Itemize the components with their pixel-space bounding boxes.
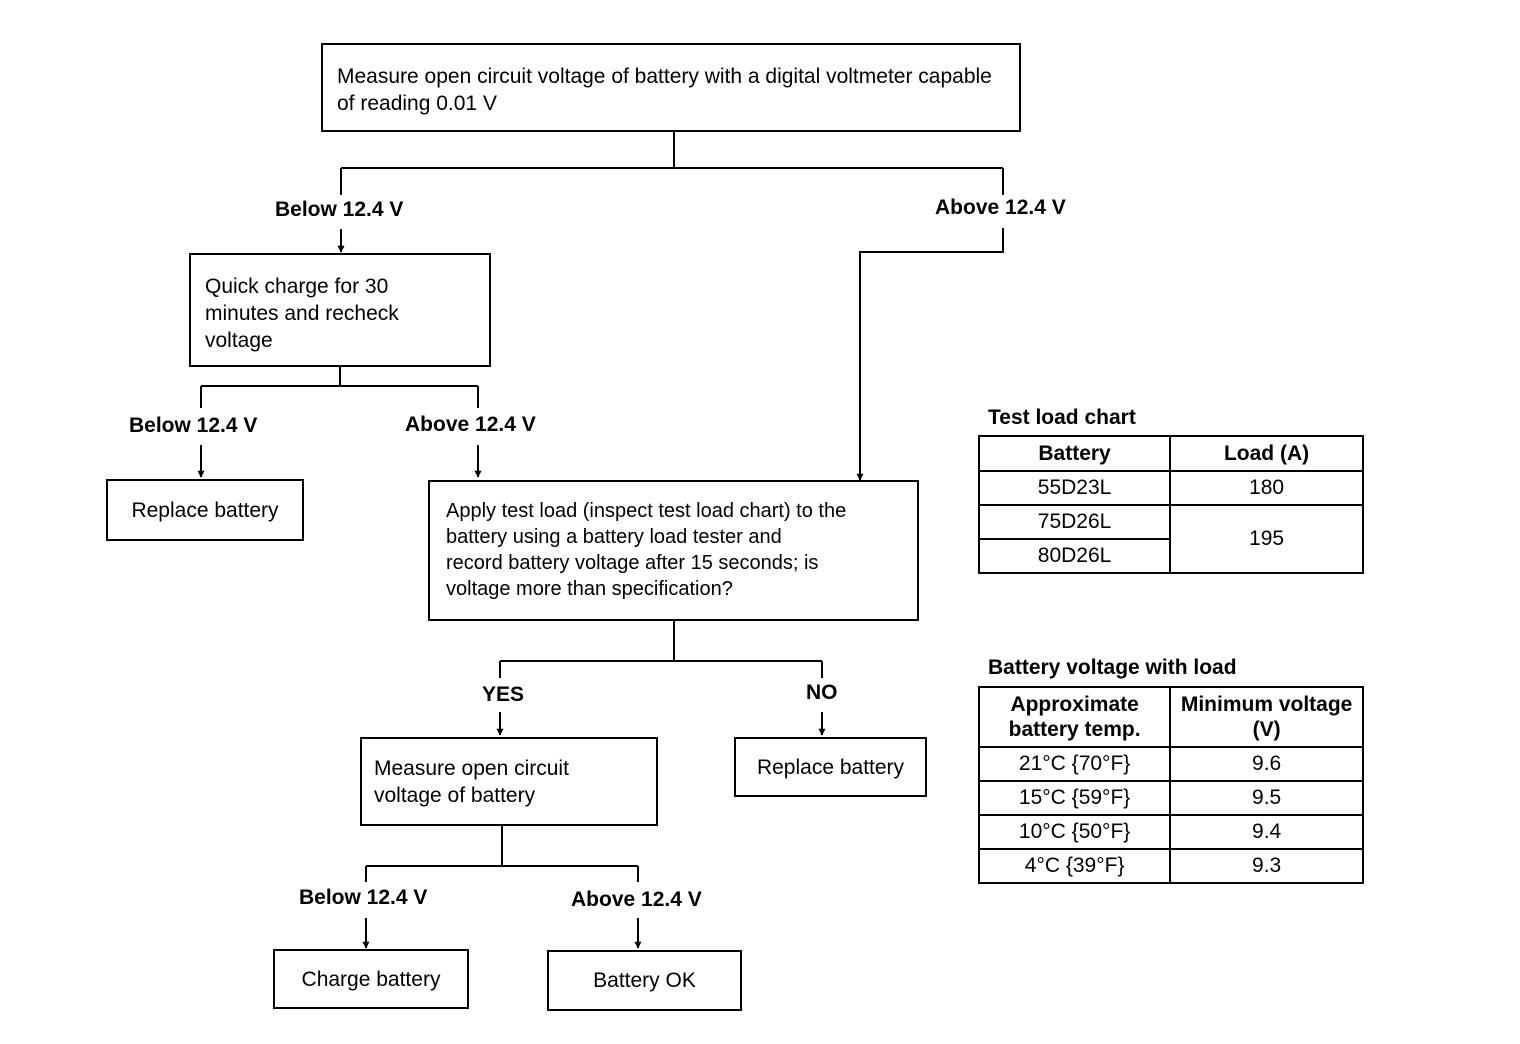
cell-voltage: 9.3 <box>1169 848 1364 884</box>
cell-battery: 80D26L <box>977 538 1172 574</box>
voltage-with-load-title: Battery voltage with load <box>988 656 1237 679</box>
box-replace-battery-left-text: Replace battery <box>131 498 279 522</box>
table-header-row: Battery Load (A) <box>977 435 1364 472</box>
label-below-3: Below 12.4 V <box>299 886 428 909</box>
column-header-temp: Approximate battery temp. <box>977 686 1172 748</box>
table-row: 55D23L 180 <box>977 470 1364 506</box>
cell-battery: 55D23L <box>977 470 1172 506</box>
test-load-chart-table: Battery Load (A) 55D23L 180 75D26L 195 8… <box>977 435 1364 574</box>
table-row: 15°C {59°F} 9.5 <box>977 780 1364 816</box>
box-measure-again: Measure open circuit voltage of battery <box>360 737 658 826</box>
label-above-1: Above 12.4 V <box>935 196 1066 219</box>
label-no: NO <box>806 681 838 704</box>
cell-temp: 4°C {39°F} <box>977 848 1172 884</box>
label-above-2: Above 12.4 V <box>405 413 536 436</box>
box-measure-open-circuit-voltage-text: Measure open circuit voltage of battery … <box>337 65 992 115</box>
column-header-load: Load (A) <box>1169 435 1364 472</box>
cell-voltage: 9.4 <box>1169 814 1364 850</box>
box-charge-battery: Charge battery <box>273 949 469 1009</box>
table-row: 10°C {50°F} 9.4 <box>977 814 1364 850</box>
box-battery-ok: Battery OK <box>547 950 742 1011</box>
box-measure-open-circuit-voltage: Measure open circuit voltage of battery … <box>321 43 1021 132</box>
table-header-row: Approximate battery temp. Minimum voltag… <box>977 686 1364 748</box>
test-load-chart-title: Test load chart <box>988 406 1136 429</box>
box-quick-charge: Quick charge for 30 minutes and recheck … <box>189 253 491 367</box>
box-replace-battery-right-text: Replace battery <box>756 755 905 779</box>
label-below-1: Below 12.4 V <box>275 198 404 221</box>
table-row: 4°C {39°F} 9.3 <box>977 848 1364 884</box>
cell-voltage: 9.5 <box>1169 780 1364 816</box>
cell-temp: 15°C {59°F} <box>977 780 1172 816</box>
label-above-3: Above 12.4 V <box>571 888 702 911</box>
column-header-battery: Battery <box>977 435 1172 472</box>
cell-voltage: 9.6 <box>1169 746 1364 782</box>
cell-temp: 21°C {70°F} <box>977 746 1172 782</box>
voltage-with-load-table: Approximate battery temp. Minimum voltag… <box>977 686 1364 884</box>
table-row: 80D26L <box>977 538 1363 574</box>
table-row: 75D26L 195 <box>977 504 1364 574</box>
box-charge-battery-text: Charge battery <box>301 967 441 991</box>
cell-battery: 75D26L <box>977 504 1172 540</box>
box-measure-again-text: Measure open circuit voltage of battery <box>374 757 569 807</box>
table-row: 21°C {70°F} 9.6 <box>977 746 1364 782</box>
cell-load-merged: 195 <box>1169 504 1364 574</box>
arrow-to-apply-test-load <box>856 228 1004 481</box>
box-apply-test-load-text: Apply test load (inspect test load chart… <box>446 500 847 600</box>
label-below-2: Below 12.4 V <box>129 414 258 437</box>
label-yes: YES <box>482 683 525 706</box>
box-quick-charge-text: Quick charge for 30 minutes and recheck … <box>205 275 399 352</box>
box-replace-battery-right: Replace battery <box>734 737 927 797</box>
box-apply-test-load: Apply test load (inspect test load chart… <box>428 480 919 621</box>
cell-temp: 10°C {50°F} <box>977 814 1172 850</box>
cell-load: 180 <box>1169 470 1364 506</box>
box-battery-ok-text: Battery OK <box>593 969 696 992</box>
box-replace-battery-left: Replace battery <box>106 479 304 541</box>
column-header-min-voltage: Minimum voltage (V) <box>1169 686 1364 748</box>
